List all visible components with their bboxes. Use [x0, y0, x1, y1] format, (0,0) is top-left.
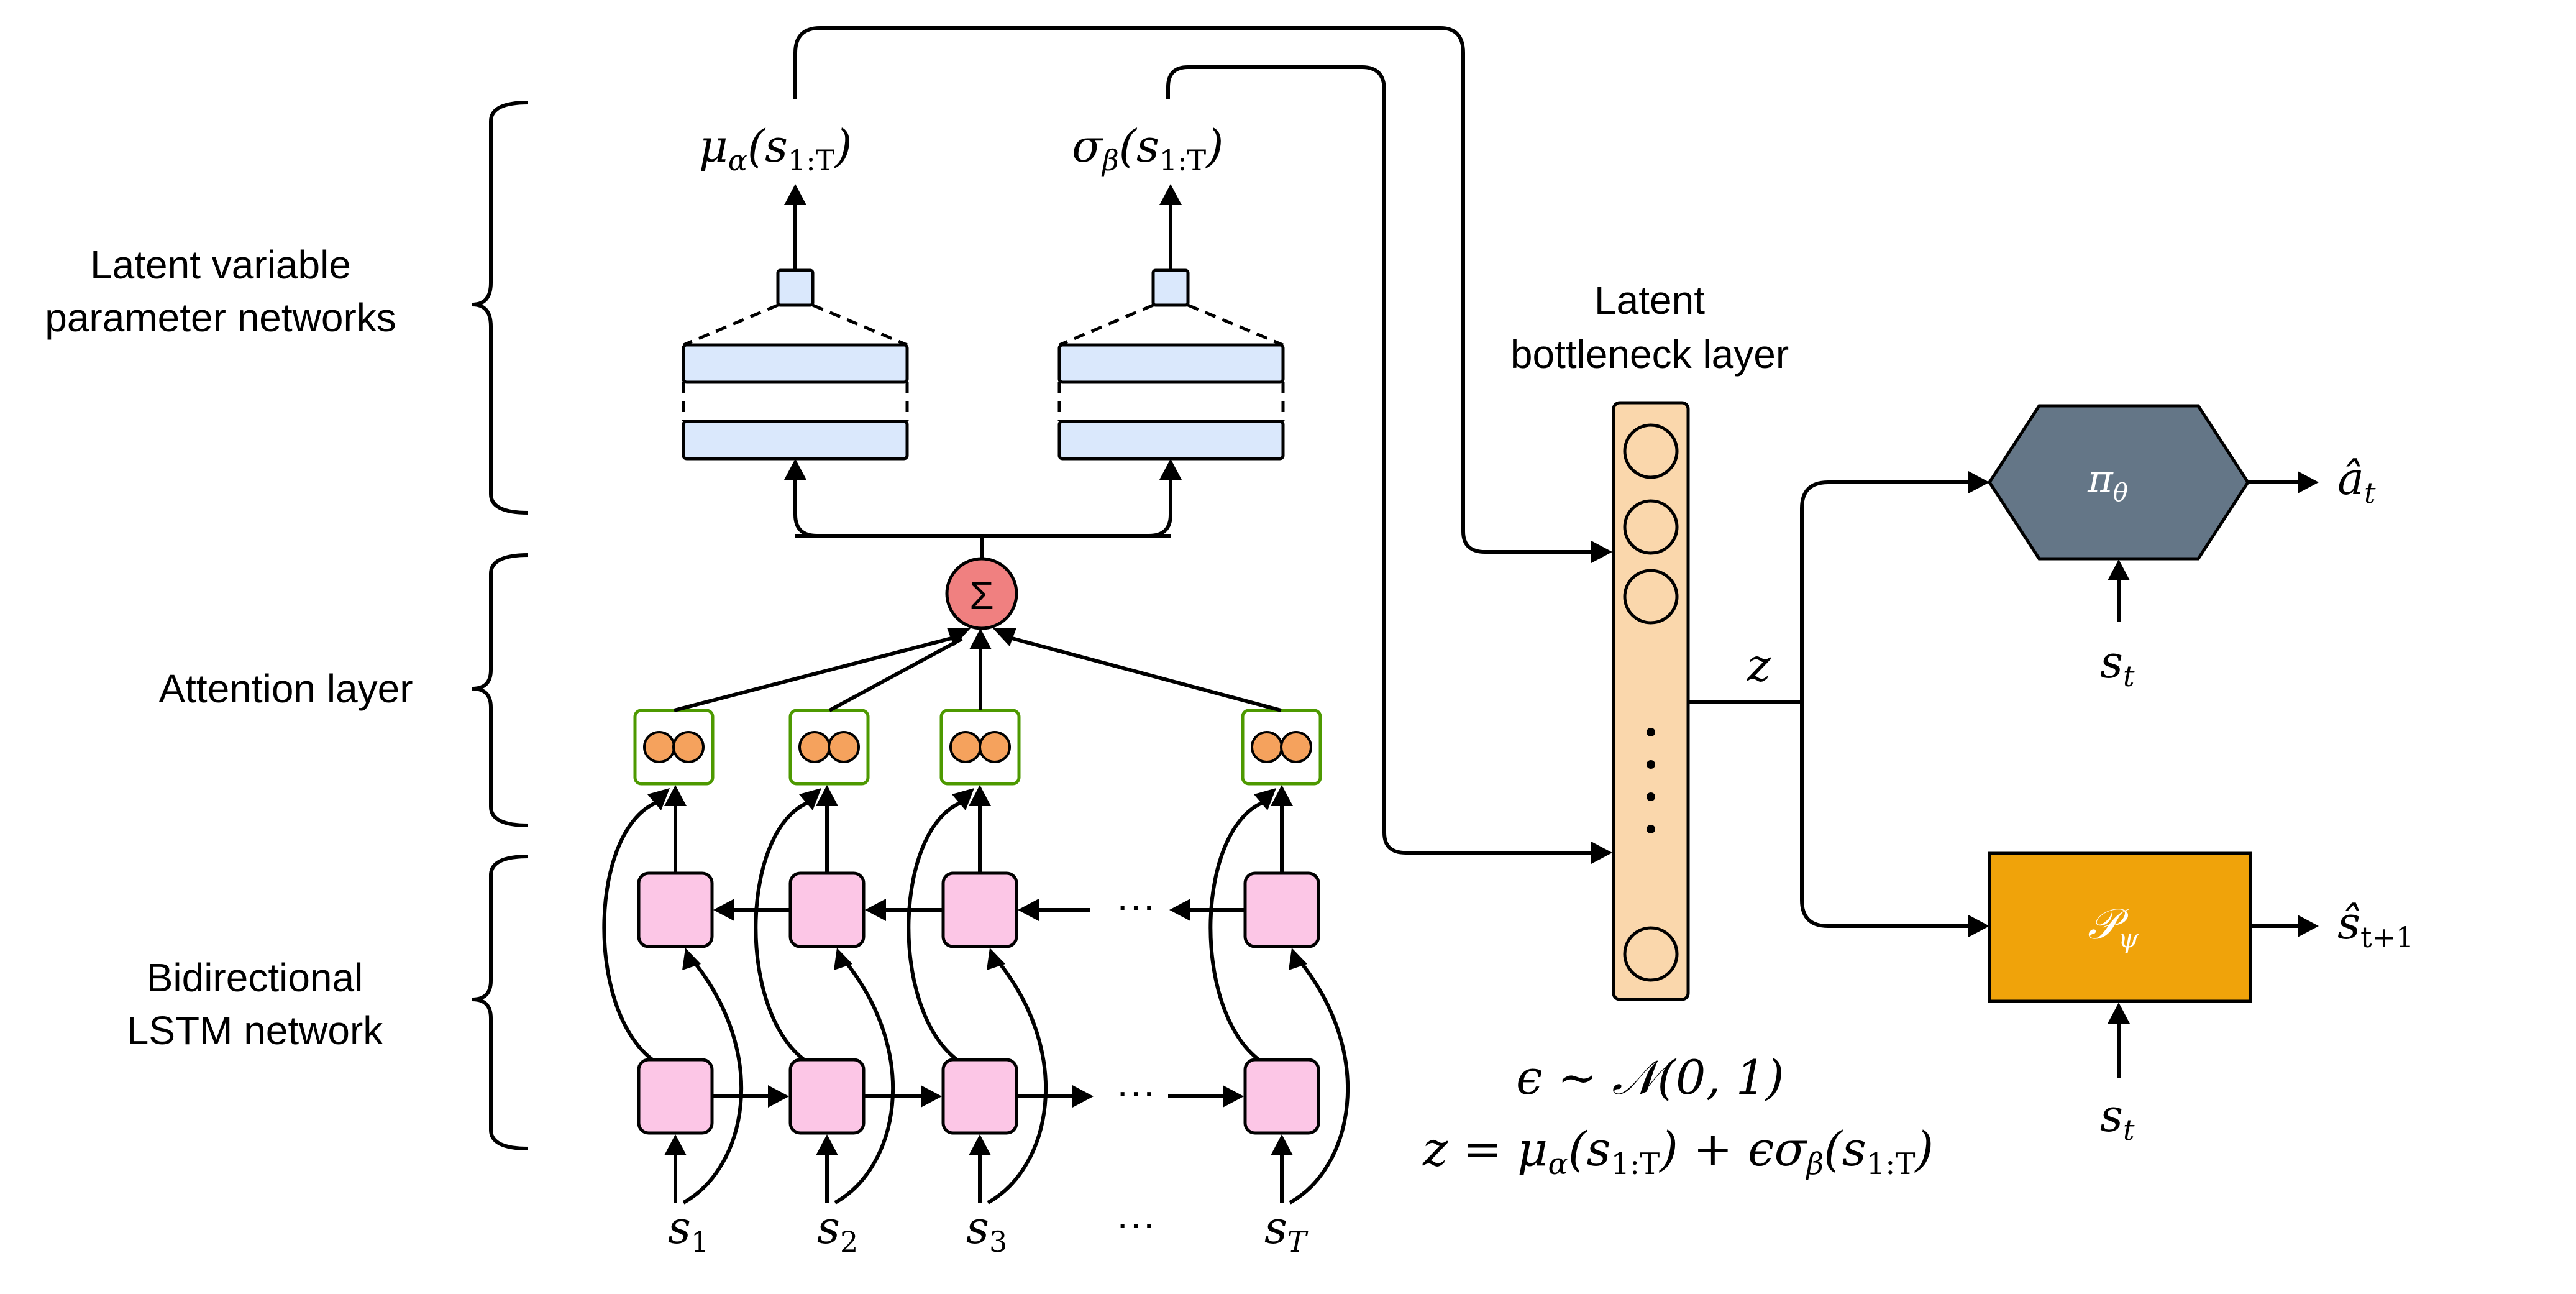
predictor-input-st: st [2100, 1090, 2135, 1147]
attention-box-1 [633, 709, 715, 786]
a-hat-label: ât [2337, 452, 2376, 510]
policy-node: πθ [1988, 404, 2250, 561]
lstm-backward-ellipsis: ··· [1116, 883, 1156, 927]
predictor-node: 𝒫ψ [1988, 851, 2252, 1003]
policy-input-st: st [2100, 636, 2135, 693]
input-sT: sT [1264, 1201, 1309, 1259]
sigma-network [1057, 268, 1285, 461]
bottleneck-unit-1 [1623, 423, 1679, 479]
svg-text:μα(s1:T): μα(s1:T) [699, 120, 852, 177]
attention-sum-node: Σ [945, 557, 1018, 630]
mu-label: μα(s1:T) [699, 120, 852, 177]
attention-box-3 [939, 709, 1021, 786]
label-latent-params-line2: parameter networks [45, 295, 396, 340]
lstm-forward-cell-1 [637, 1058, 714, 1135]
lstm-forward-cell-T [1243, 1058, 1320, 1135]
label-bottleneck-line1: Latent [1594, 278, 1705, 323]
bottleneck-unit-2 [1623, 499, 1679, 555]
lstm-backward-cell-1 [637, 871, 714, 948]
label-bottleneck-line2: bottleneck layer [1510, 332, 1789, 377]
sum-symbol: Σ [969, 573, 994, 618]
s-hat-label: ŝt+1 [2337, 897, 2414, 954]
lstm-forward-ellipsis: ··· [1116, 1069, 1156, 1114]
attention-box-2 [788, 709, 870, 786]
label-latent-params-line1: Latent variable [90, 242, 351, 287]
sigma-layer-top [1057, 343, 1285, 384]
sigma-layer-bottom [1057, 420, 1285, 461]
svg-text:σβ(s1:T): σβ(s1:T) [1072, 120, 1223, 177]
lstm-forward-cell-3 [941, 1058, 1018, 1135]
equation-epsilon: ϵ ∼ 𝒩(0, 1) [1516, 1050, 1784, 1105]
mu-layer-bottom [682, 420, 909, 461]
lstm-backward-cell-3 [941, 871, 1018, 948]
lstm-forward-cell-2 [788, 1058, 866, 1135]
equation-z: z = μα(s1:T) + ϵσβ(s1:T) [1422, 1121, 1934, 1182]
brace-attention [472, 553, 529, 827]
bottleneck-layer [1612, 401, 1690, 1001]
lstm-backward-cell-2 [788, 871, 866, 948]
z-label: z [1747, 639, 1771, 691]
label-lstm-line2: LSTM network [127, 1008, 384, 1053]
attention-box-T [1241, 709, 1322, 786]
brace-latent-params [472, 101, 529, 515]
mu-output-unit [776, 268, 815, 307]
sigma-label: σβ(s1:T) [1072, 120, 1223, 177]
input-s3: s3 [966, 1201, 1007, 1259]
input-s1: s1 [668, 1201, 709, 1259]
sigma-output-unit [1151, 268, 1190, 307]
brace-lstm [472, 855, 529, 1150]
mu-layer-top [682, 343, 909, 384]
svg-text:πθ: πθ [2087, 456, 2128, 507]
lstm-forward-row [637, 1058, 1320, 1135]
input-s2: s2 [817, 1201, 858, 1259]
mu-network [682, 268, 909, 461]
bottleneck-unit-3 [1623, 569, 1679, 625]
input-ellipsis: ··· [1116, 1201, 1156, 1246]
lstm-backward-cell-T [1243, 871, 1320, 948]
label-lstm-line1: Bidirectional [147, 955, 363, 1000]
bottleneck-unit-n [1623, 926, 1679, 982]
label-attention-layer: Attention layer [158, 666, 413, 711]
